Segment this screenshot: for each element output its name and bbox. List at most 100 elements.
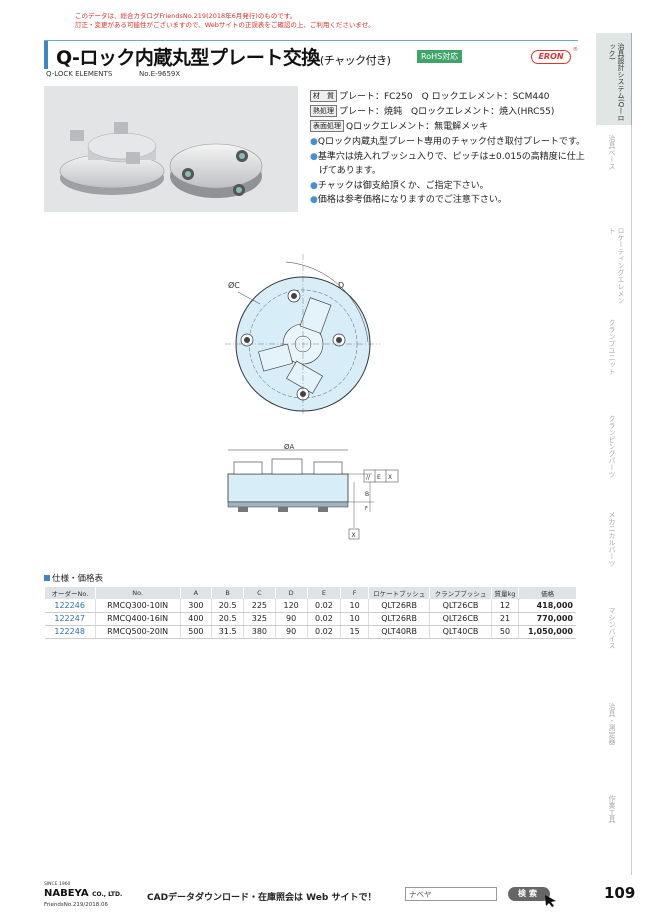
- material-value: プレート：FC250 Q ロックエレメント：SCM440: [339, 92, 550, 102]
- cell: 90: [274, 612, 307, 626]
- sidebar-tab-locating[interactable]: ロケーティングエレメント: [596, 217, 632, 309]
- price-cell: 418,000: [518, 599, 576, 613]
- sidebar-tab-label: クランプユニット: [608, 319, 616, 375]
- title-bar: Q-ロック内蔵丸型プレート交換(チャック付き) RoHS対応 ERON ®: [44, 40, 578, 69]
- sidebar-tab-label: ロケーティングエレメント: [608, 227, 625, 304]
- sidebar-tab-label: 治具ベース: [608, 135, 616, 170]
- footer-brand: NABEYA CO., LTD.: [44, 888, 122, 899]
- heat-row: 熱処理プレート：焼鈍 Qロックエレメント：焼入(HRC55): [310, 105, 590, 120]
- sidebar-tab-label: 治具設計システム(Qーロック): [608, 43, 625, 122]
- cell: QLT40CB: [429, 625, 492, 639]
- sidebar-tab-jig-base[interactable]: 治具ベース: [596, 125, 632, 217]
- label-e: E: [377, 474, 381, 481]
- order-link[interactable]: 122247: [44, 612, 96, 626]
- search-input[interactable]: [405, 887, 497, 901]
- note-2: ●基準穴は焼入れブッシュ入りで、ピッチは±0.015の高精度に仕上げてあります。: [310, 150, 590, 179]
- catalog-number: No.E-9659X: [139, 70, 181, 78]
- page-title-sub: (チャック付き): [319, 54, 391, 67]
- page-title-main: Q-ロック内蔵丸型プレート交換: [56, 47, 320, 69]
- footer-ref: FriendsNo.219/2018.06: [44, 902, 109, 908]
- product-photo: [44, 86, 298, 212]
- top-view-drawing: ØC D: [225, 254, 380, 414]
- label-parallel: //: [366, 474, 371, 481]
- sidebar-tab-label: 作業工具: [608, 795, 616, 823]
- cell: 50: [490, 625, 519, 639]
- footer-cad-text: CADデータダウンロード・在庫照会は Web サイトで！: [147, 893, 377, 903]
- spec-block: 材 質プレート：FC250 Q ロックエレメント：SCM440 熱処理プレート：…: [310, 90, 590, 208]
- sidebar-tab-mechanical[interactable]: メカニカルパーツ: [596, 501, 632, 597]
- product-photo-illustration: [59, 122, 263, 198]
- table-row[interactable]: 122246 RMCQ300-10IN 300 20.5 225 120 0.0…: [44, 599, 576, 613]
- bullet-icon: ●: [310, 137, 318, 147]
- rohs-badge: RoHS対応: [417, 50, 463, 63]
- index-sidebar: 治具設計システム(Qーロック) 治具ベース ロケーティングエレメント クランプユ…: [596, 33, 632, 883]
- cell: 225: [243, 599, 276, 613]
- label-c: ØC: [228, 280, 240, 290]
- cell: RMCQ400-16IN: [94, 612, 180, 626]
- sidebar-tab-tools[interactable]: 作業工具: [596, 785, 632, 875]
- bullet-icon: ●: [310, 180, 318, 191]
- heat-tag: 熱処理: [310, 105, 337, 117]
- square-icon: [44, 575, 50, 581]
- cell: 10: [340, 612, 369, 626]
- note-4-text: 価格は参考価格になりますのでご注意下さい。: [317, 195, 507, 205]
- table-row[interactable]: 122247 RMCQ400-16IN 400 20.5 325 90 0.02…: [44, 612, 576, 626]
- order-link[interactable]: 122248: [44, 625, 96, 639]
- cell: 400: [179, 612, 212, 626]
- sidebar-tab-label: クランピングパーツ: [608, 415, 616, 478]
- label-d: D: [338, 281, 344, 290]
- table-row[interactable]: 122248 RMCQ500-20IN 500 31.5 380 90 0.02…: [44, 625, 576, 639]
- sidebar-tab-jig-system[interactable]: 治具設計システム(Qーロック): [596, 33, 632, 125]
- th-a: A: [179, 587, 212, 599]
- search-button[interactable]: 検索: [508, 887, 550, 901]
- cell: QLT40RB: [367, 625, 430, 639]
- brand-logo: ERON: [531, 50, 571, 64]
- cursor-arrow-icon: [545, 895, 556, 907]
- cell: RMCQ500-20IN: [94, 625, 180, 639]
- label-a: ØA: [284, 443, 295, 451]
- cell: 0.02: [306, 599, 341, 613]
- cell: 120: [274, 599, 307, 613]
- label-x-top: X: [388, 474, 392, 481]
- title-accent: [44, 41, 48, 69]
- th-clamp-bush: クランプブッシュ: [429, 587, 492, 599]
- note-3-text: チャックは御支給頂くか、ご指定下さい。: [317, 180, 489, 191]
- surface-value: Qロックエレメント：無電解メッキ: [346, 122, 489, 132]
- cell: 12: [490, 599, 519, 613]
- cell: 0.02: [306, 612, 341, 626]
- table-title-text: 仕様・価格表: [52, 574, 104, 584]
- spec-price-table: オーダーNo. No. A B C D E F ロケートブッシュ クランプブッシ…: [44, 587, 576, 639]
- cell: QLT26CB: [429, 612, 492, 626]
- page-number: 109: [604, 884, 636, 902]
- notice-line-1: このデータは、総合カタログFriendsNo.219(2018年6月発行)のもの…: [75, 12, 297, 20]
- th-d: D: [274, 587, 307, 599]
- catalog-notice: このデータは、総合カタログFriendsNo.219(2018年6月発行)のもの…: [75, 12, 515, 30]
- cell: 15: [340, 625, 369, 639]
- th-f: F: [340, 587, 369, 599]
- category-english: Q-LOCK ELEMENTS: [46, 70, 113, 78]
- registered-mark: ®: [573, 47, 578, 53]
- label-b: B: [365, 491, 369, 498]
- order-link[interactable]: 122246: [44, 599, 96, 613]
- th-e: E: [306, 587, 341, 599]
- sidebar-tab-label: 治具・測定器: [608, 703, 616, 745]
- sidebar-tab-clamp-unit[interactable]: クランプユニット: [596, 309, 632, 405]
- cell: 0.02: [306, 625, 341, 639]
- material-row: 材 質プレート：FC250 Q ロックエレメント：SCM440: [310, 90, 590, 105]
- th-b: B: [211, 587, 244, 599]
- th-order-no: オーダーNo.: [44, 587, 96, 599]
- cell: 20.5: [211, 599, 244, 613]
- th-price: 価格: [518, 587, 576, 599]
- sidebar-tab-vise[interactable]: マシンバイス: [596, 597, 632, 693]
- sidebar-tab-label: メカニカルパーツ: [608, 511, 616, 567]
- sidebar-tab-measuring[interactable]: 治具・測定器: [596, 693, 632, 785]
- label-x-bottom: X: [352, 532, 356, 539]
- th-no: No.: [94, 587, 180, 599]
- sidebar-tab-label: マシンバイス: [608, 607, 616, 649]
- sidebar-tab-clamping-parts[interactable]: クランピングパーツ: [596, 405, 632, 501]
- note-1: ●Qロック内蔵丸型プレート専用のチャック付き取付プレートです。: [310, 135, 590, 150]
- note-2-text: 基準穴は焼入れブッシュ入りで、ピッチは±0.015の高精度に仕上げてあります。: [317, 151, 585, 177]
- price-cell: 770,000: [518, 612, 576, 626]
- cell: RMCQ300-10IN: [94, 599, 180, 613]
